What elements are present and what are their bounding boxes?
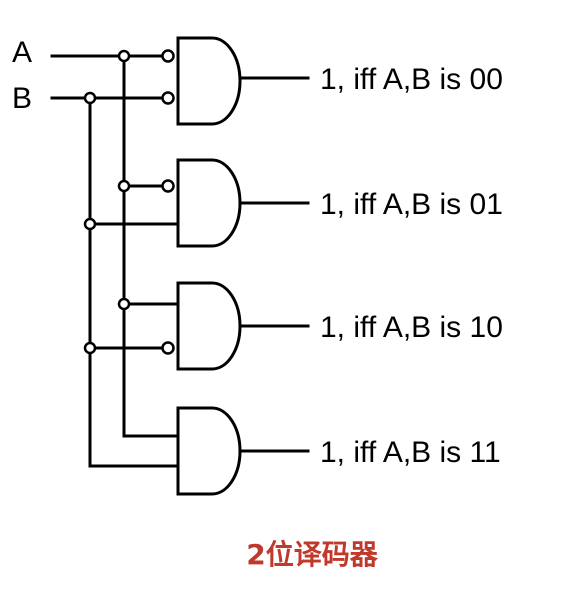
and-gate-2: [176, 158, 242, 248]
junction-b-2: [83, 217, 97, 231]
diagram-caption: 2位译码器: [246, 538, 378, 571]
junction-b-3: [83, 341, 97, 355]
output-label-11: 1, iff A,B is 11: [320, 436, 501, 469]
junction-a-3: [117, 297, 131, 311]
input-b-label: B: [12, 82, 32, 115]
gate3-input-b-inverter: [161, 341, 175, 355]
junction-b-1: [83, 91, 97, 105]
junction-a-1: [117, 49, 131, 63]
input-a-label: A: [12, 36, 32, 69]
gate1-input-b-inverter: [161, 91, 175, 105]
junction-a-2: [117, 179, 131, 193]
and-gate-3: [176, 281, 242, 371]
output-label-01: 1, iff A,B is 01: [320, 188, 503, 221]
gate1-input-a-inverter: [161, 49, 175, 63]
output-label-10: 1, iff A,B is 10: [320, 311, 503, 344]
and-gate-4: [176, 406, 242, 496]
output-label-00: 1, iff A,B is 00: [320, 63, 503, 96]
gate2-input-a-inverter: [161, 179, 175, 193]
and-gate-1: [176, 36, 242, 126]
